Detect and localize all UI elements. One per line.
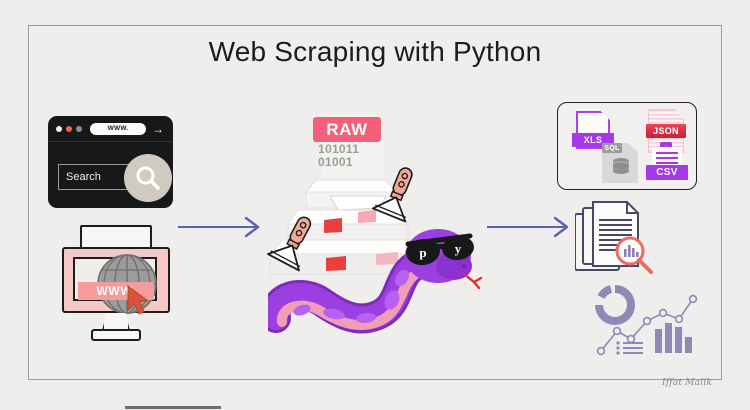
scraper-tool-left	[262, 212, 320, 282]
documents-icon	[575, 200, 695, 280]
database-cylinder-icon	[613, 158, 629, 174]
json-label: JSON	[646, 124, 686, 138]
glasses-letter-y: y	[455, 241, 462, 256]
raw-badge: RAW	[313, 117, 381, 142]
monitor-screen-frame: WWW.	[62, 247, 170, 315]
raw-data-card: RAW 101011 01001	[313, 112, 393, 178]
cursor-arrow-icon	[126, 285, 152, 320]
page-title: Web Scraping with Python	[208, 36, 542, 67]
browser-title-bar: WWW. →	[48, 116, 173, 142]
arrow-step-2	[487, 216, 577, 238]
traffic-light-close-icon[interactable]	[56, 125, 62, 132]
list-icon	[616, 341, 643, 355]
glasses-letter-p: p	[419, 245, 426, 260]
search-icon[interactable]	[124, 154, 172, 202]
csv-label: CSV	[646, 165, 688, 180]
bar-chart-icon	[655, 323, 692, 353]
sql-database-icon[interactable]: SQL	[602, 143, 642, 185]
python-snake-mascot: p y	[268, 222, 493, 347]
traffic-light-minimize-icon[interactable]	[66, 125, 72, 132]
arrow-step-1	[178, 216, 268, 238]
binary-line-1: 101011	[318, 142, 360, 156]
desktop-monitor: WWW.	[58, 225, 176, 345]
go-arrow-icon[interactable]: →	[152, 121, 164, 136]
output-formats-card: XLS JSON ↓ SQL C	[557, 102, 697, 190]
binary-line-2: 01001	[318, 155, 353, 169]
browser-mockup[interactable]: WWW. → Search	[48, 116, 173, 208]
magnifier-chart-icon	[615, 236, 653, 274]
sql-label: SQL	[602, 143, 622, 153]
analytics-icons	[595, 285, 700, 357]
json-file-icon[interactable]: JSON ↓	[644, 109, 688, 161]
csv-lines-icon	[656, 152, 678, 164]
paper-stack	[267, 167, 443, 300]
csv-file-icon[interactable]: CSV	[646, 147, 690, 183]
monitor-stand-base	[91, 329, 141, 341]
donut-chart-icon	[595, 285, 635, 325]
binary-text: 101011 01001	[318, 143, 388, 169]
browser-url-bar[interactable]: WWW.	[90, 122, 146, 135]
bottom-strip	[125, 406, 221, 409]
traffic-light-maximize-icon[interactable]	[76, 125, 82, 132]
line-chart-icon	[596, 294, 698, 356]
scraper-tool-right	[366, 164, 424, 234]
xls-file-icon[interactable]: XLS	[572, 111, 616, 155]
author-signature: Iffat Malik	[662, 378, 713, 388]
